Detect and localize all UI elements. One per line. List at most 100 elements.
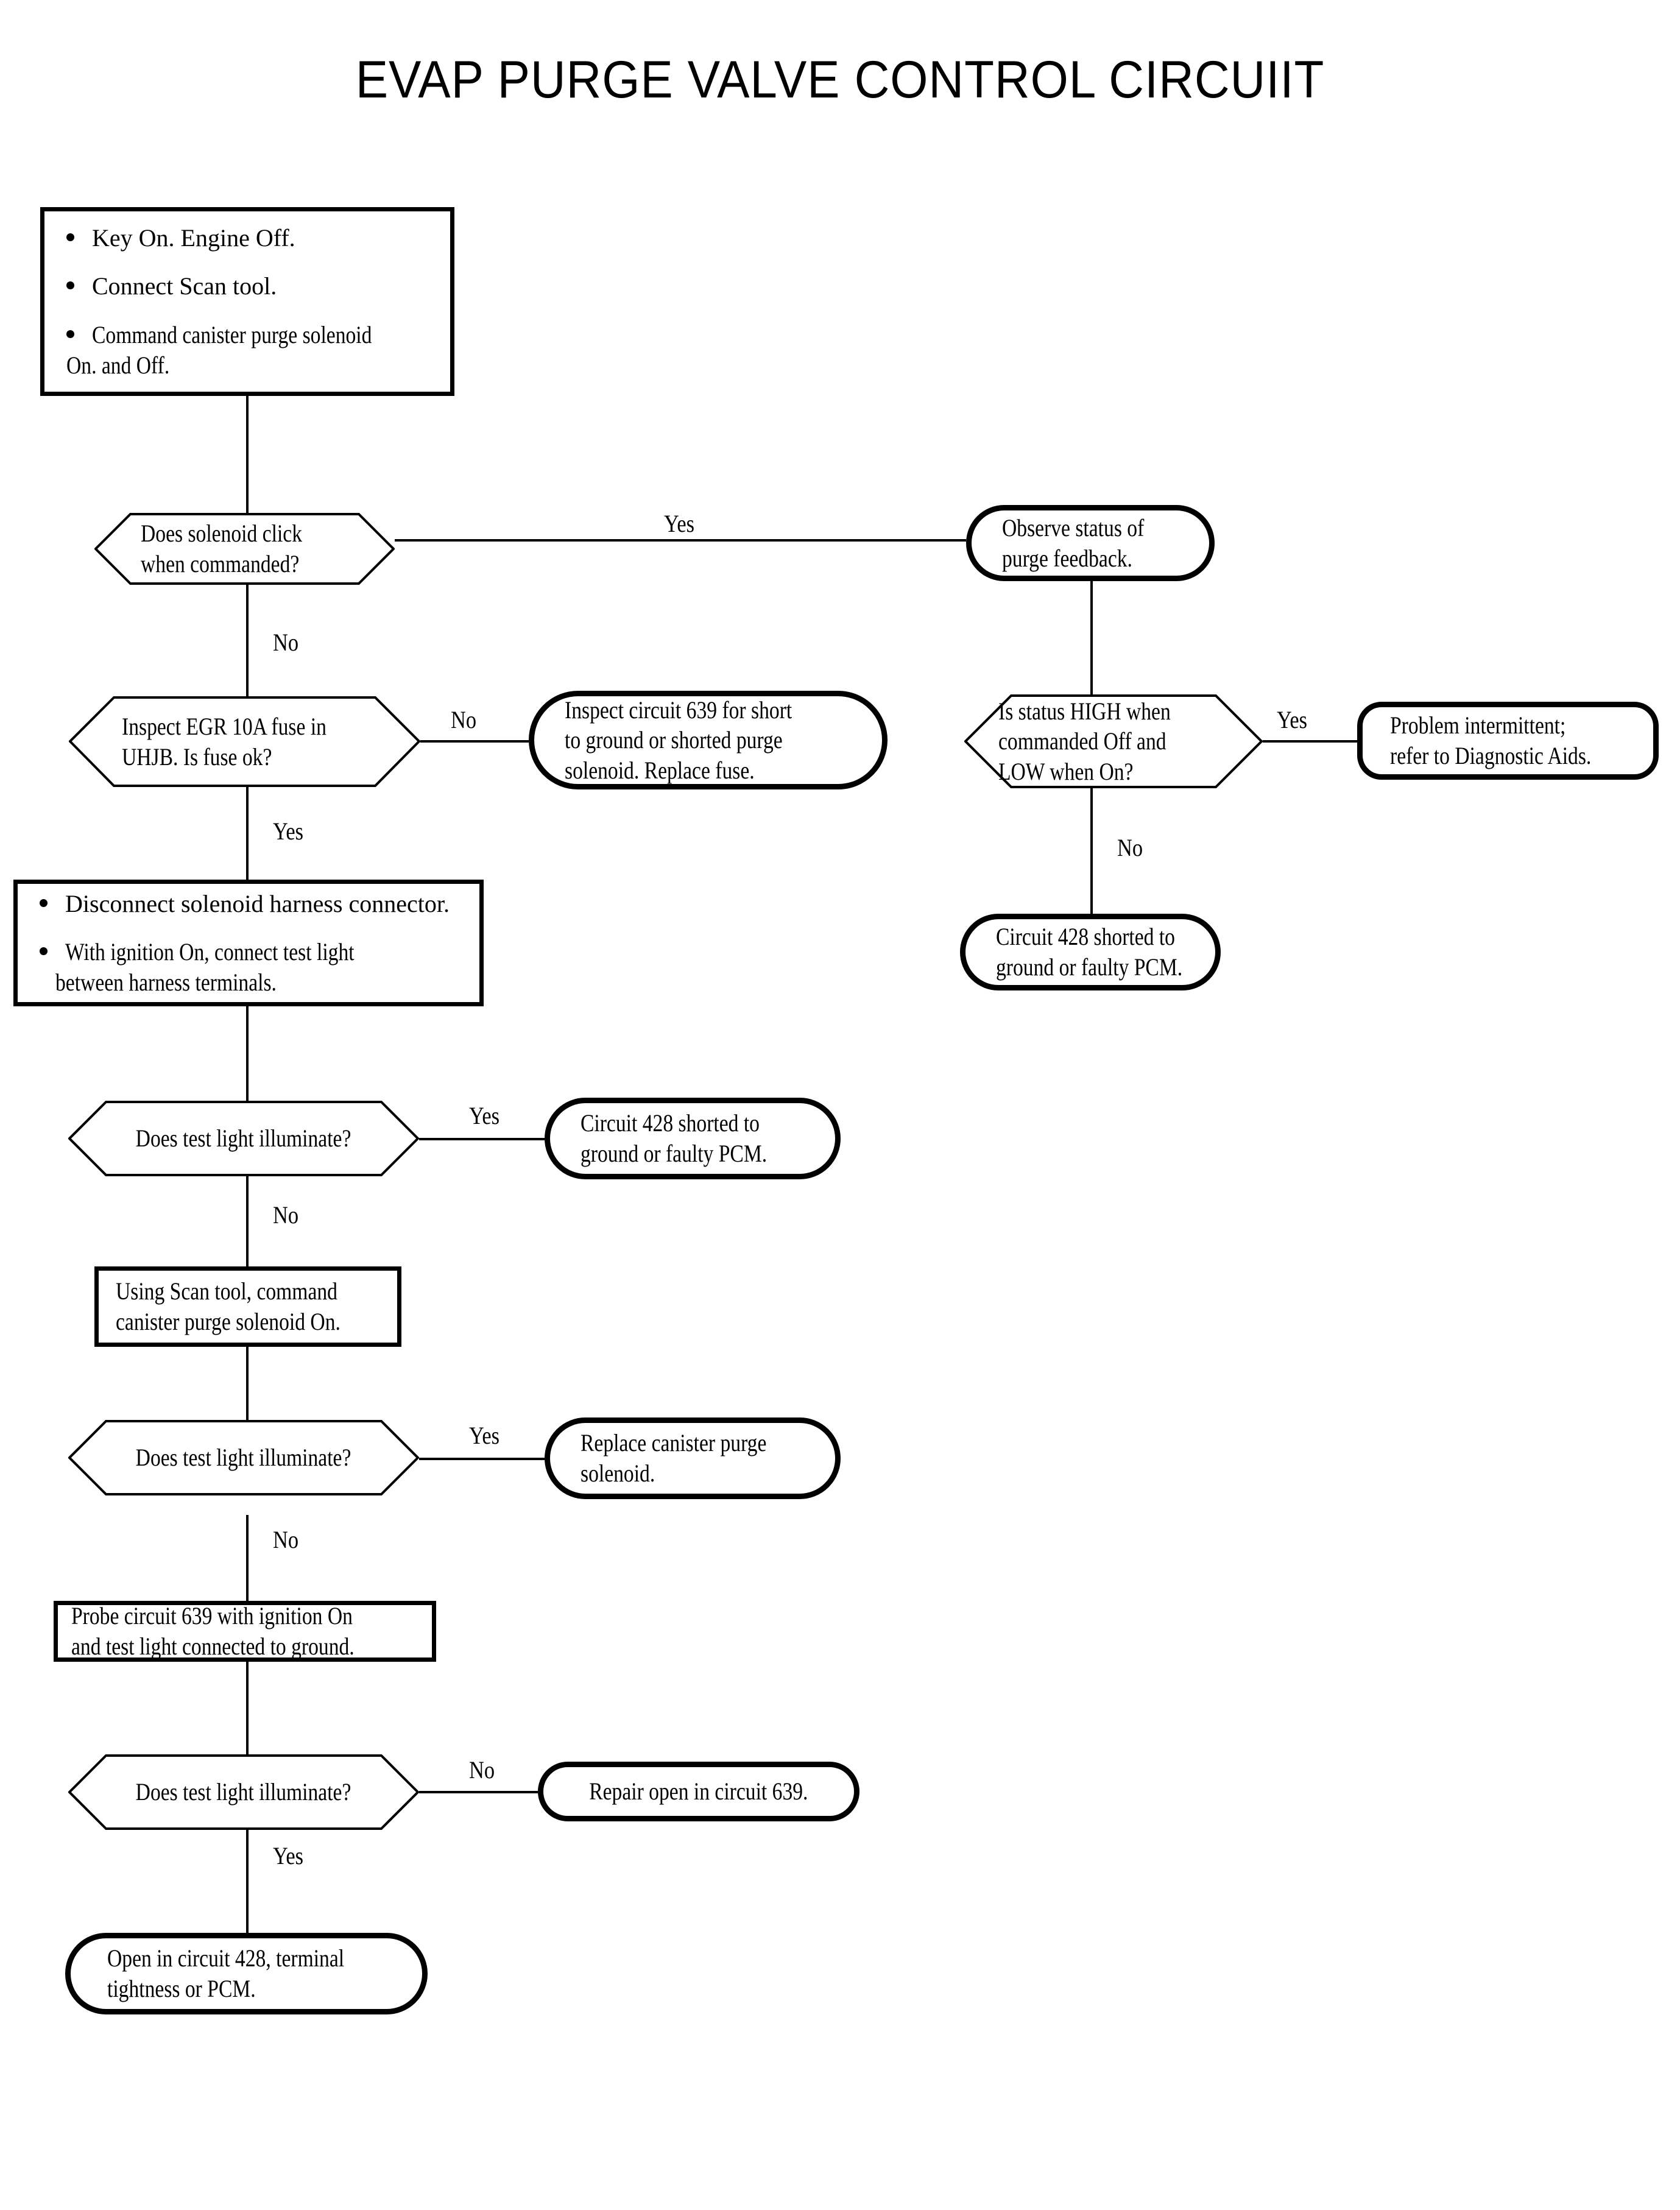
decision-does-solenoid-click[interactable]: Does solenoid click when commanded? bbox=[94, 513, 395, 585]
connector-n16-n18 bbox=[246, 1830, 249, 1933]
hexagon-shape bbox=[964, 694, 1263, 788]
edge-label-no-n13: No bbox=[273, 1526, 299, 1553]
terminal-line: Repair open in circuit 639. bbox=[589, 1778, 808, 1806]
process-line: Probe circuit 639 with ignition On bbox=[71, 1602, 353, 1630]
hexagon-shape bbox=[69, 696, 420, 787]
terminal-line: Circuit 428 shorted to bbox=[581, 1109, 760, 1137]
decision-test-light-3[interactable]: Does test light illuminate? bbox=[68, 1754, 419, 1830]
terminal-line: refer to Diagnostic Aids. bbox=[1390, 742, 1592, 769]
connector-n2-n3 bbox=[395, 539, 966, 542]
connector-n10-n12 bbox=[246, 1176, 249, 1266]
edge-label-no-n10: No bbox=[273, 1201, 299, 1229]
decision-test-light-1[interactable]: Does test light illuminate? bbox=[68, 1101, 419, 1176]
connector-n10-n11 bbox=[419, 1138, 545, 1140]
process-line: Using Scan tool, command bbox=[116, 1277, 337, 1305]
bullet-text-cont: between harness terminals. bbox=[55, 968, 277, 996]
terminal-line: ground or faulty PCM. bbox=[996, 953, 1183, 981]
terminal-line: tightness or PCM. bbox=[107, 1975, 256, 2002]
terminal-replace-solenoid[interactable]: Replace canister purge solenoid. bbox=[545, 1417, 841, 1499]
hexagon-shape bbox=[94, 513, 395, 585]
bullet-icon bbox=[40, 898, 48, 907]
page-title: EVAP PURGE VALVE CONTROL CIRCUIIT bbox=[355, 51, 1325, 109]
process-line: canister purge solenoid On. bbox=[116, 1308, 341, 1335]
bullet-text: Command canister purge solenoid bbox=[92, 321, 372, 348]
hexagon-shape bbox=[68, 1754, 419, 1830]
bullet-icon bbox=[66, 281, 74, 290]
edge-label-no-n6: No bbox=[1117, 834, 1143, 861]
bullet-text: Key On. Engine Off. bbox=[92, 224, 295, 252]
terminal-line: Observe status of bbox=[1002, 514, 1145, 542]
connector-n2-n4 bbox=[246, 585, 249, 696]
decision-line: UHJB. Is fuse ok? bbox=[122, 743, 272, 771]
edge-label-no-n4: No bbox=[451, 706, 477, 733]
edge-label-yes-n13: Yes bbox=[469, 1422, 500, 1449]
decision-test-light-2[interactable]: Does test light illuminate? bbox=[68, 1420, 419, 1495]
bullet-text-cont: On. and Off. bbox=[66, 351, 170, 379]
process-line: and test light connected to ground. bbox=[71, 1633, 355, 1660]
decision-line: Does test light illuminate? bbox=[136, 1778, 351, 1806]
bullet-text: Disconnect solenoid harness connector. bbox=[65, 889, 450, 917]
terminal-line: Problem intermittent; bbox=[1390, 711, 1566, 740]
bullet-icon bbox=[66, 330, 74, 338]
connector-n13-n15 bbox=[246, 1515, 249, 1601]
connector-n1-n2 bbox=[246, 396, 249, 513]
connector-n13-n14 bbox=[419, 1458, 545, 1460]
decision-line: Does solenoid click bbox=[141, 520, 303, 548]
terminal-open-circuit-428[interactable]: Open in circuit 428, terminal tightness … bbox=[65, 1933, 428, 2014]
connector-n15-n16 bbox=[246, 1662, 249, 1754]
decision-line: when commanded? bbox=[141, 550, 300, 577]
edge-label-yes-n4: Yes bbox=[273, 817, 304, 845]
terminal-line: to ground or shorted purge bbox=[565, 726, 783, 754]
process-box-initial-steps[interactable]: Key On. Engine Off. Connect Scan tool. C… bbox=[40, 207, 454, 396]
decision-inspect-egr-fuse[interactable]: Inspect EGR 10A fuse in UHJB. Is fuse ok… bbox=[69, 696, 420, 787]
bullet-icon bbox=[66, 233, 74, 241]
connector-n6-n7 bbox=[1263, 740, 1357, 743]
terminal-line: Open in circuit 428, terminal bbox=[107, 1944, 345, 1972]
terminal-line: ground or faulty PCM. bbox=[581, 1140, 768, 1167]
terminal-inspect-circuit-639[interactable]: Inspect circuit 639 for short to ground … bbox=[529, 691, 888, 789]
terminal-line: purge feedback. bbox=[1002, 544, 1132, 572]
list-item: Key On. Engine Off. bbox=[44, 223, 450, 253]
bullet-text: With ignition On, connect test light bbox=[65, 938, 355, 966]
terminal-observe-status[interactable]: Observe status of purge feedback. bbox=[966, 505, 1215, 581]
bullet-icon bbox=[40, 947, 48, 956]
edge-label-yes-n2: Yes bbox=[664, 510, 695, 537]
connector-n9-n10 bbox=[246, 1006, 249, 1101]
process-box-command-solenoid-on[interactable]: Using Scan tool, command canister purge … bbox=[94, 1266, 401, 1347]
process-box-disconnect-harness[interactable]: Disconnect solenoid harness connector. W… bbox=[13, 880, 484, 1006]
edge-label-yes-n6: Yes bbox=[1277, 706, 1308, 733]
terminal-line: solenoid. Replace fuse. bbox=[565, 756, 755, 784]
terminal-line: Replace canister purge bbox=[581, 1429, 767, 1457]
list-item: Command canister purge solenoid On. and … bbox=[44, 320, 450, 380]
terminal-circuit-428-shorted-left[interactable]: Circuit 428 shorted to ground or faulty … bbox=[545, 1098, 841, 1179]
decision-line: commanded Off and bbox=[998, 727, 1166, 755]
terminal-circuit-428-shorted-right[interactable]: Circuit 428 shorted to ground or faulty … bbox=[960, 914, 1221, 990]
edge-label-yes-n10: Yes bbox=[469, 1102, 500, 1129]
edge-label-no-n16: No bbox=[469, 1756, 495, 1784]
terminal-repair-open-639[interactable]: Repair open in circuit 639. bbox=[538, 1762, 859, 1821]
list-item: Connect Scan tool. bbox=[44, 271, 450, 302]
hexagon-shape bbox=[68, 1420, 419, 1495]
connector-n16-n17 bbox=[419, 1791, 538, 1793]
list-item: With ignition On, connect test light bet… bbox=[18, 937, 479, 997]
connector-n4-n9 bbox=[246, 787, 249, 880]
terminal-line: Circuit 428 shorted to bbox=[996, 923, 1175, 951]
list-item: Disconnect solenoid harness connector. bbox=[18, 889, 479, 919]
edge-label-yes-n16: Yes bbox=[273, 1842, 304, 1869]
process-box-probe-circuit-639[interactable]: Probe circuit 639 with ignition On and t… bbox=[54, 1601, 436, 1662]
bullet-text: Connect Scan tool. bbox=[92, 272, 277, 300]
hexagon-shape bbox=[68, 1101, 419, 1176]
connector-n12-n13 bbox=[246, 1347, 249, 1439]
terminal-problem-intermittent[interactable]: Problem intermittent; refer to Diagnosti… bbox=[1357, 702, 1659, 780]
decision-line: Does test light illuminate? bbox=[136, 1444, 351, 1472]
connector-n3-n6 bbox=[1090, 581, 1093, 694]
decision-is-status-high[interactable]: Is status HIGH when commanded Off and LO… bbox=[964, 694, 1263, 788]
connector-n4-n5 bbox=[420, 740, 529, 743]
edge-label-no-n2: No bbox=[273, 629, 299, 656]
terminal-line: Inspect circuit 639 for short bbox=[565, 696, 792, 724]
decision-line: Inspect EGR 10A fuse in bbox=[122, 712, 326, 740]
terminal-line: solenoid. bbox=[581, 1460, 655, 1487]
decision-line: Is status HIGH when bbox=[998, 697, 1171, 725]
decision-line: Does test light illuminate? bbox=[136, 1124, 351, 1153]
